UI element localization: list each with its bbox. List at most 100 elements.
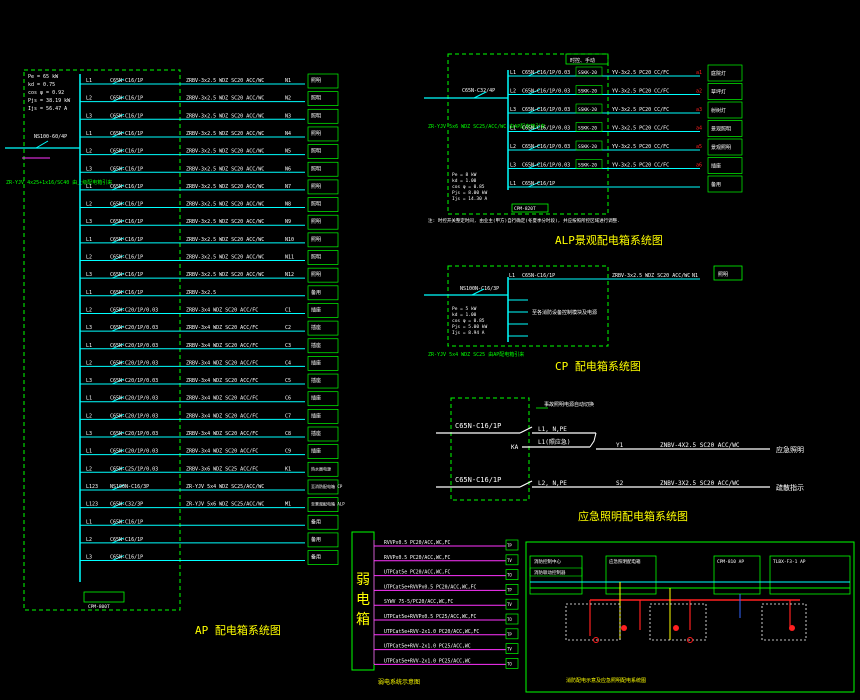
alp-row-use-box	[707, 83, 743, 100]
weak-line-spec: UTPCat5e+RVV-2x1.0 PC20/ACC,WC,FC	[384, 629, 479, 635]
cp-use-box	[713, 265, 743, 281]
ap-row-phase: L2	[86, 202, 92, 208]
alp-row-cable: YV-3x2.5 PC20 CC/FC	[612, 163, 669, 169]
ap-row-breaker: C65N-C20/1P/0.03	[110, 413, 158, 419]
ap-params: Pe = 65 kW kd = 0.75 cos φ = 0.92 Pjs = …	[28, 74, 71, 112]
weak-title-char: 电	[356, 592, 370, 608]
ap-row-switch	[111, 519, 125, 526]
alp-row-breaker: C65N-C16/1P/0.03	[522, 126, 570, 132]
ap-row-breaker: NS100N-C16/3P	[110, 484, 149, 490]
em-cable-1: ZNBV-4X2.5 SC20 ACC/WC	[660, 442, 740, 449]
ap-row-use: 照明	[311, 255, 321, 261]
em-line-2-label: L2, N,PE	[538, 480, 567, 487]
ap-row-circuit: N7	[285, 184, 291, 190]
weak-line-spec: SYWV 75-5/PC20/ACC,WC,FC	[384, 599, 453, 605]
alp-params: Pe = 8 kW kd = 1.00 cos φ = 0.85 Pjs = 8…	[452, 172, 488, 202]
fd-zone	[761, 603, 807, 641]
weak-line-spec: RVVPx0.5 PC20/ACC,WC,FC	[384, 540, 451, 546]
ap-row-use: 插座	[311, 448, 321, 455]
ap-row-breaker: C65N-C16/1P	[110, 519, 143, 525]
ap-row-switch	[111, 378, 125, 385]
ap-row-phase: L3	[86, 272, 92, 278]
alp-footnote: 注: 时控开关整定时间, 由业主(甲方)自行确定(冬夏季分时段), 并应按照所控…	[428, 217, 620, 224]
ap-row-switch	[111, 484, 125, 491]
ap-param: cos φ = 0.92	[28, 90, 64, 96]
cp-title: CP 配电箱系统图	[555, 359, 641, 373]
alp-header-box	[565, 53, 609, 65]
ap-row-cable: ZRBV-3x2.5 WDZ SC20 ACC/WC	[186, 166, 264, 172]
ap-row-switch	[111, 325, 125, 332]
ap-row-use-box	[307, 267, 339, 283]
weak-outlet-tag: TP	[507, 632, 512, 637]
ap-row-cable: ZRBV-3x2.5	[186, 290, 216, 296]
ap-row-use: 备用	[311, 518, 321, 525]
ap-row-cable: ZRBV-3x2.5 WDZ SC20 ACC/WC	[186, 149, 264, 155]
alp-row-use: 景观照明	[711, 144, 731, 151]
alp-param: Pjs = 8.00 kW	[452, 190, 488, 196]
ap-row-use-box	[307, 479, 339, 495]
alp-row-phase: L2	[510, 89, 516, 95]
alp-meter	[511, 203, 549, 213]
fd-label: CPM-810 AP	[717, 559, 744, 565]
ap-row-use: 照明	[311, 202, 321, 208]
ap-row-cable: ZRBV-3x2.5 WDZ SC20 ACC/WC	[186, 219, 264, 225]
alp-row-use: 备用	[711, 181, 721, 188]
alp-row-breaker: C65N-C16/1P	[522, 181, 555, 187]
ap-row-switch	[111, 537, 125, 544]
weak-outlet-icon	[505, 554, 519, 566]
ap-row-cable: ZRBV-3x2.5 WDZ SC20 ACC/WC	[186, 131, 264, 137]
ap-row-use: 插座	[311, 395, 321, 402]
weak-outlet-icon	[505, 613, 519, 625]
alp-row-relay: SSKK-20	[578, 107, 597, 113]
em-enclosure	[450, 397, 530, 501]
ap-row-use: 热水器电源	[311, 465, 331, 471]
ap-row-switch	[111, 555, 125, 561]
alp-row-use-box	[707, 157, 743, 174]
ap-row-circuit: C4	[285, 360, 291, 366]
weak-outlet-tag: TO	[507, 573, 512, 578]
ap-row-switch	[111, 166, 125, 173]
ap-row-use-box	[307, 356, 339, 371]
ap-param: kd = 0.75	[28, 82, 55, 88]
weak-outlet-icon	[505, 658, 519, 669]
alp-row-use: 草坪灯	[711, 89, 726, 96]
weak-outlet-icon	[505, 643, 519, 654]
alp-row-relay: SSKK-20	[578, 126, 597, 132]
ap-row-switch	[111, 272, 125, 279]
ap-row-circuit: C7	[285, 413, 291, 419]
ap-row-cable: ZRBV-3x2.5 WDZ SC20 ACC/WC	[186, 113, 264, 119]
alp-row-breaker: C65N-C16/1P/0.03	[522, 163, 570, 169]
ap-row-cable: ZRBV-3x2.5 WDZ SC20 ACC/WC	[186, 255, 264, 261]
ap-row-circuit: C2	[285, 325, 291, 331]
ap-row-use-box	[307, 250, 339, 265]
ap-row-phase: L2	[86, 149, 92, 155]
cp-param: Pe = 5 kW	[452, 306, 477, 312]
ap-row-use-box	[307, 514, 339, 530]
em-breaker-1: C65N-C16/1P	[455, 422, 501, 430]
fd-device-icon	[789, 625, 795, 631]
ap-row-switch	[111, 184, 125, 191]
ap-row-cable: ZRBV-3x2.5 WDZ SC20 ACC/WC	[186, 202, 264, 208]
ap-row-cable: ZRBV-3x2.5 WDZ SC20 ACC/WC	[186, 184, 264, 190]
ap-row-switch	[111, 290, 125, 297]
weak-outlet-tag: TO	[507, 661, 512, 666]
cp-panel: NS100N-C16/3P L1 C65N-C16/1P ZRBV-3x2.5 …	[424, 265, 743, 373]
alp-row-breaker: C65N-C16/1P/0.03	[522, 144, 570, 150]
ap-title: AP 配电箱系统图	[195, 623, 281, 637]
ap-row-use-box	[307, 532, 339, 548]
ap-row-phase: L3	[86, 166, 92, 172]
ap-row-phase: L123	[86, 484, 98, 490]
ap-row-switch	[111, 502, 125, 509]
ap-row-phase: L3	[86, 555, 92, 561]
ap-row-breaker: C65N-C20/1P/0.03	[110, 325, 158, 331]
ap-row-circuit: N6	[285, 166, 291, 172]
ap-row-breaker: C65N-C20/1P/0.03	[110, 343, 158, 349]
fd-frame	[525, 541, 855, 693]
ap-row-circuit: N4	[285, 131, 291, 137]
alp-row-switch	[527, 107, 541, 114]
ap-row-switch	[111, 237, 125, 244]
alp-row-breaker: C65N-C16/1P/0.03	[522, 107, 570, 113]
ap-row-cable: ZRBV-3x4 WDZ SC20 ACC/FC	[186, 378, 258, 384]
